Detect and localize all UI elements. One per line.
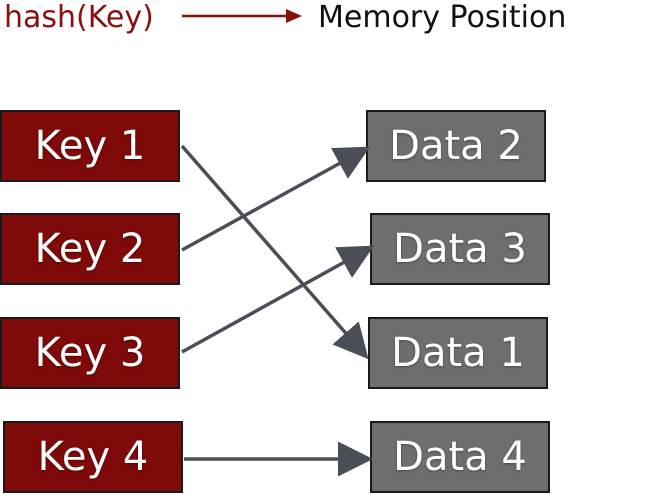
hash-key-label: hash(Key) bbox=[4, 0, 154, 35]
connector-key3-to-data3 bbox=[181, 245, 375, 354]
data-label-4: Data 4 bbox=[393, 434, 527, 480]
connector-key1-to-data1 bbox=[180, 144, 369, 360]
data-label-1: Data 1 bbox=[391, 330, 525, 376]
data-box-1: Data 1 bbox=[368, 317, 548, 389]
key-label-2: Key 2 bbox=[34, 226, 146, 272]
legend-arrow-icon bbox=[182, 9, 302, 23]
data-label-2: Data 2 bbox=[389, 123, 523, 169]
data-box-4: Data 4 bbox=[370, 421, 550, 493]
legend: hash(Key) Memory Position bbox=[0, 0, 646, 40]
key-label-4: Key 4 bbox=[37, 434, 149, 480]
connector-key2-to-data2 bbox=[181, 146, 371, 252]
legend-arrow-head bbox=[286, 9, 302, 23]
key-box-2: Key 2 bbox=[0, 213, 180, 285]
data-label-3: Data 3 bbox=[393, 226, 527, 272]
memory-position-label: Memory Position bbox=[318, 0, 567, 35]
key-box-3: Key 3 bbox=[0, 317, 180, 389]
key-label-3: Key 3 bbox=[34, 330, 146, 376]
key-box-4: Key 4 bbox=[3, 421, 183, 493]
key-label-1: Key 1 bbox=[34, 123, 146, 169]
key-box-1: Key 1 bbox=[0, 110, 180, 182]
data-box-2: Data 2 bbox=[366, 110, 546, 182]
data-box-3: Data 3 bbox=[370, 213, 550, 285]
